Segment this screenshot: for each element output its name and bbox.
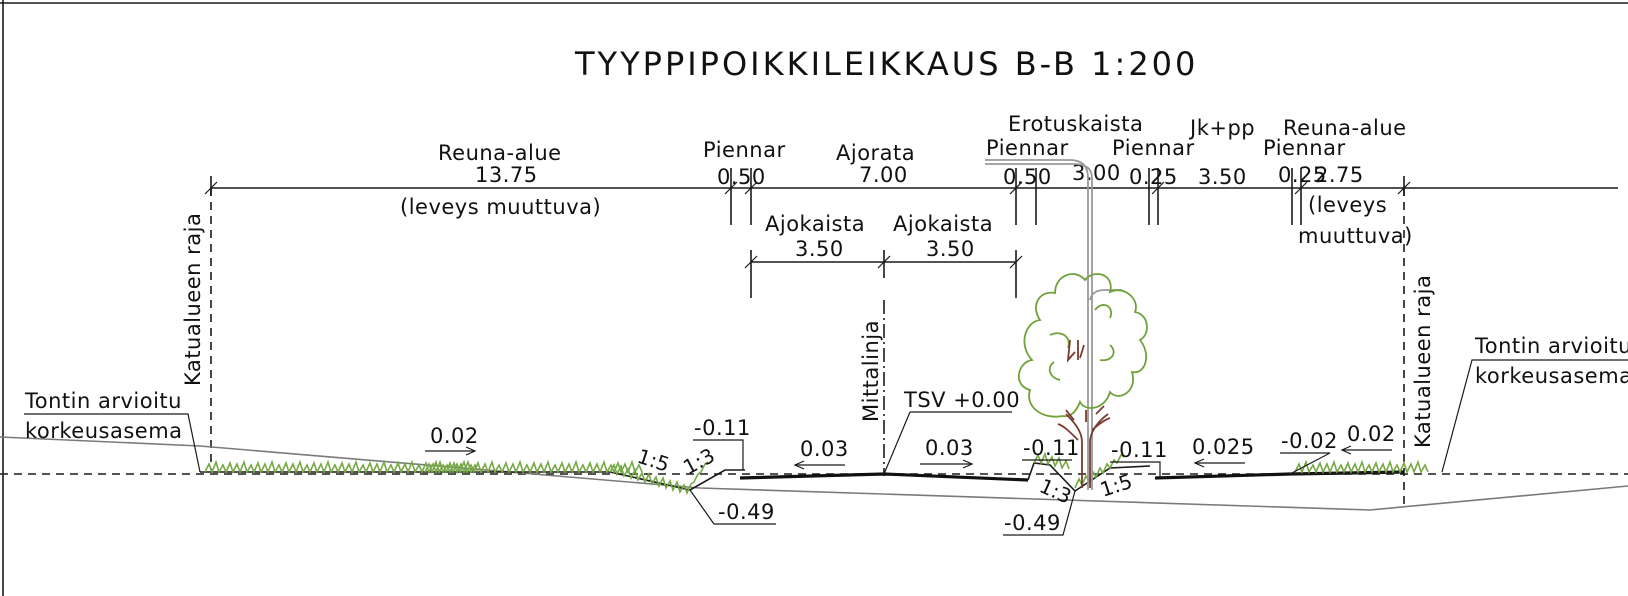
boundary-right: Katualueen raja: [1403, 188, 1435, 510]
mittalinja-label: Mittalinja: [859, 320, 883, 422]
plot-level-right-line1: Tontin arvioitu: [1474, 334, 1628, 358]
plot-level-right-line2: korkeusasema: [1475, 364, 1628, 388]
piennar-jk-left-width: 0.25: [1129, 165, 1178, 189]
elev-mid-left-edge: -0.11: [1023, 436, 1080, 460]
tree: [1018, 273, 1148, 488]
ajokaista-1-label: Ajokaista: [765, 212, 865, 236]
elev-jk-edge: -0.11: [1111, 438, 1168, 462]
elev-left-ditch: -0.49: [718, 500, 775, 524]
section-labels: Reuna-alue 13.75 (leveys muuttuva) Pienn…: [400, 112, 1413, 261]
reuna-left-note: (leveys muuttuva): [400, 195, 601, 219]
erotuskaista-label: Erotuskaista: [1008, 112, 1143, 136]
plot-level-left-line1: Tontin arvioitu: [24, 389, 182, 413]
slope-lane-right: 0.03: [925, 436, 974, 460]
boundary-right-label: Katualueen raja: [1411, 275, 1435, 448]
tsv-callout: TSV +0.00: [883, 388, 1020, 475]
boundary-left: Katualueen raja: [181, 188, 212, 470]
plot-level-left: Tontin arvioitu korkeusasema: [24, 389, 201, 473]
piennar-mid-width: 0.50: [1003, 165, 1052, 189]
road-profile: [200, 462, 1405, 493]
piennar-jk-left-label: Piennar: [1112, 136, 1195, 160]
lanes-dimension-line: [744, 250, 1023, 298]
tree-trunk: [1057, 339, 1111, 488]
existing-ground: [0, 436, 1628, 511]
ajorata-width: 7.00: [859, 163, 908, 187]
tsv-label: TSV +0.00: [903, 388, 1020, 412]
reuna-left-width: 13.75: [475, 163, 538, 187]
elev-mid-ditch: -0.49: [1004, 511, 1061, 535]
reuna-right-note-1: (leveys: [1308, 193, 1387, 217]
plot-level-right: Tontin arvioitu korkeusasema: [1441, 334, 1628, 473]
elevation-callouts: -0.11 -0.49 -0.11 -0.49 -0.11 -0.02: [689, 416, 1338, 536]
ajorata-label: Ajorata: [836, 141, 915, 165]
tree-crown: [1018, 273, 1148, 418]
reuna-right-label: Reuna-alue: [1283, 116, 1407, 140]
piennar-left-width: 0.50: [717, 165, 766, 189]
jkpp-width: 3.50: [1198, 165, 1247, 189]
piennar-jk-right-width: 0.25: [1278, 163, 1327, 187]
ratio-left-outer: 1:5: [634, 444, 672, 477]
slope-jkpp: 0.025: [1192, 435, 1255, 459]
boundary-left-label: Katualueen raja: [181, 213, 205, 386]
ajokaista-2-width: 3.50: [926, 237, 975, 261]
slope-lane-left: 0.03: [800, 437, 849, 461]
mittalinja: Mittalinja: [859, 300, 885, 476]
slope-annotations: 0.02 0.03 0.03 0.025 0.02: [425, 422, 1396, 470]
ajokaista-2-label: Ajokaista: [893, 212, 993, 236]
reuna-right-width: 2.75: [1315, 163, 1364, 187]
drawing-title: TYYPPIPOIKKILEIKKAUS B-B 1:200: [574, 45, 1198, 83]
piennar-jk-right-label: Piennar: [1263, 136, 1346, 160]
reuna-left-label: Reuna-alue: [438, 141, 562, 165]
reuna-right-note-2: muuttuva): [1298, 224, 1413, 248]
piennar-mid-label: Piennar: [986, 136, 1069, 160]
slope-grass-right: 0.02: [1347, 422, 1396, 446]
main-dimension-line: [204, 168, 1618, 225]
slope-grass-left: 0.02: [430, 424, 479, 448]
elev-right-edge: -0.02: [1281, 429, 1338, 453]
ratio-left-inner: 1:3: [679, 443, 719, 479]
piennar-left-label: Piennar: [703, 138, 786, 162]
jkpp-label: Jk+pp: [1188, 116, 1255, 140]
ratio-mid-left: 1:3: [1036, 474, 1075, 509]
elev-left-edge: -0.11: [694, 416, 751, 440]
ajokaista-1-width: 3.50: [795, 237, 844, 261]
plot-level-left-line2: korkeusasema: [25, 419, 183, 443]
light-pole: [985, 159, 1122, 490]
